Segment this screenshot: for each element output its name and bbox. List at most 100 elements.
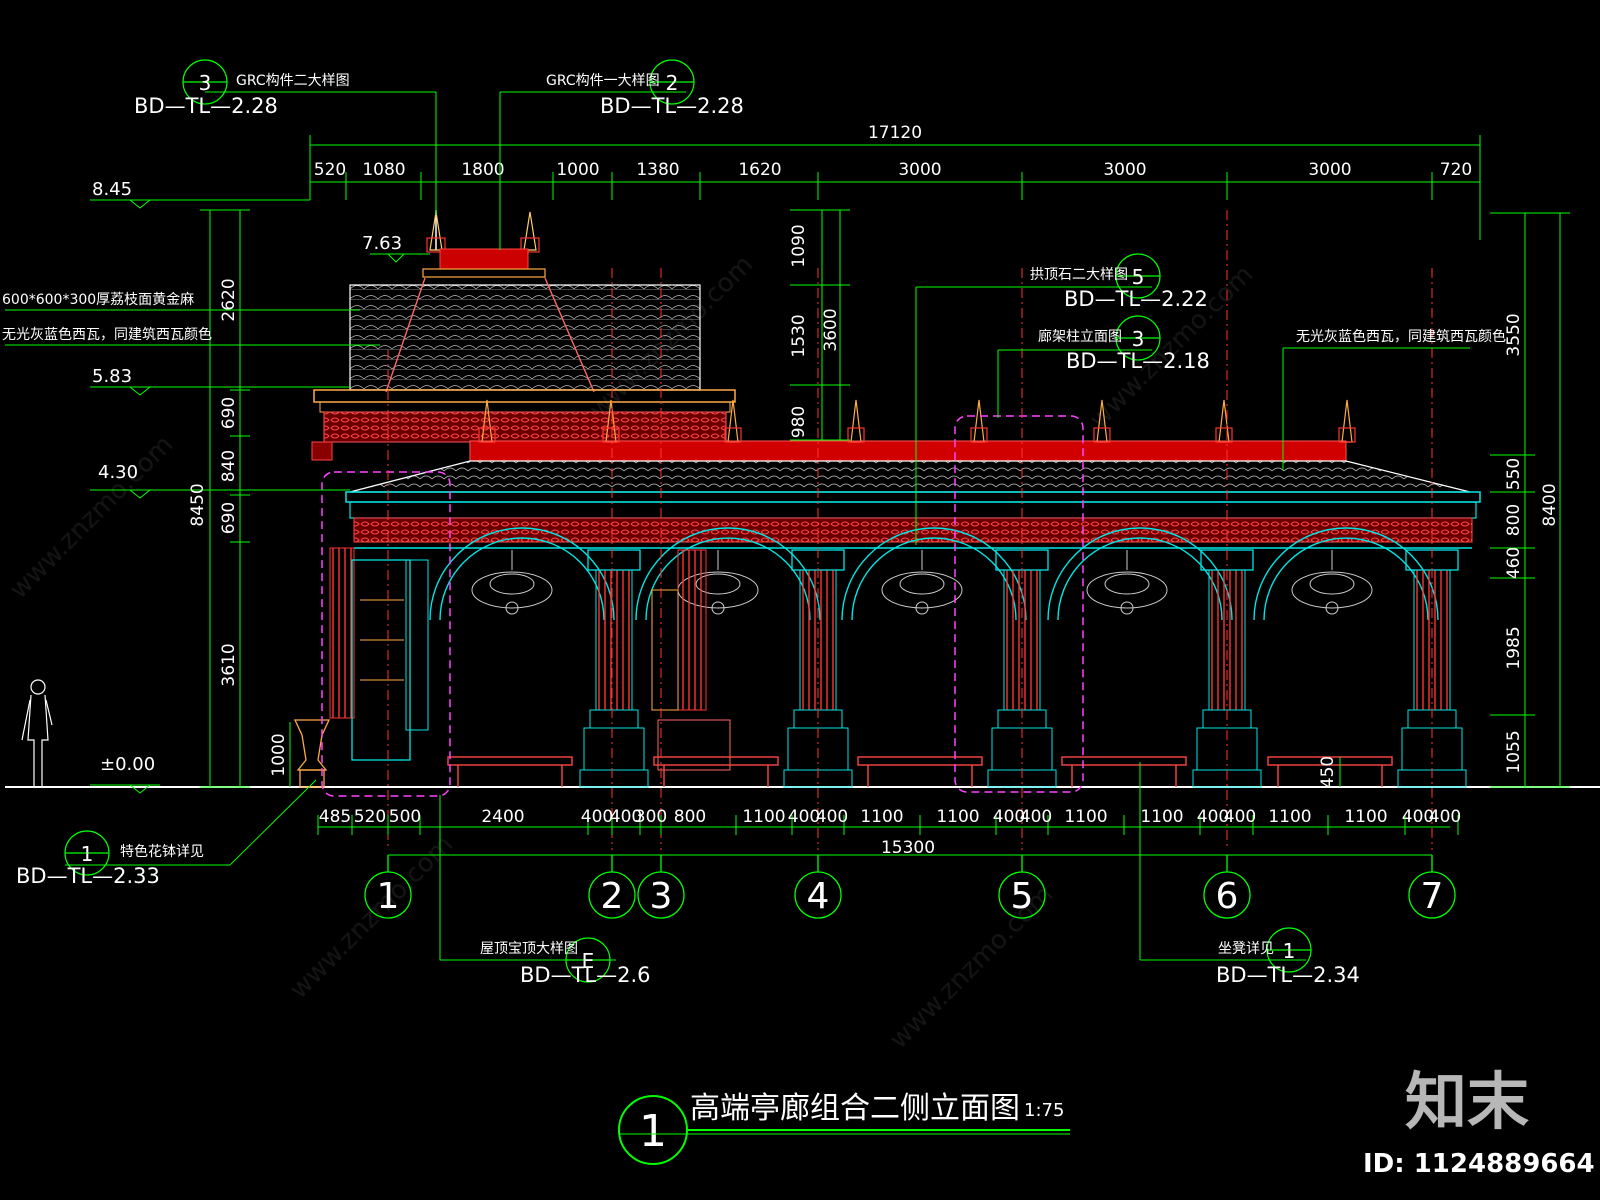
- dim-bottom-total: 15300: [881, 838, 935, 858]
- dim-bottom-seg: 1100: [936, 807, 979, 827]
- callout-5-num: 1: [81, 842, 94, 866]
- svg-text:www.znzmo.com: www.znzmo.com: [4, 430, 179, 605]
- callout-7-text: 坐凳详见: [1218, 941, 1274, 957]
- tower-crown-band: [439, 248, 529, 270]
- dim-bottom-seg: 1100: [742, 807, 785, 827]
- level-430: 4.30: [98, 462, 138, 483]
- main-cornice: [345, 491, 1481, 503]
- detail-boundary-column: [954, 415, 1084, 793]
- level-845: 8.45: [92, 179, 132, 200]
- dim-bottom-seg: 1100: [1064, 807, 1107, 827]
- brand-watermark: 知末 ID: 1124889664: [1363, 1065, 1595, 1179]
- dim-bottom-seg: 1100: [1268, 807, 1311, 827]
- level-763: 7.63: [362, 233, 402, 254]
- dim-bottom-seg: 1100: [860, 807, 903, 827]
- callout-4-text: 廊架柱立面图: [1038, 328, 1122, 345]
- callout-4-ref: BD—TL—2.18: [1066, 349, 1210, 373]
- dim-top-seg: 1800: [461, 160, 504, 180]
- tower-finial-right: [520, 211, 540, 253]
- dimension-text-right: 8400 3550 550 800 460 1985 1055 450: [1318, 313, 1560, 788]
- material-notes: 600*600*300厚荔枝面黄金麻 无光灰蓝色西瓦，同建筑西瓦颜色 无光灰蓝色…: [2, 291, 1506, 345]
- dim-bottom-seg: 400: [993, 807, 1025, 827]
- callout-3-ref: BD—TL—2.22: [1064, 287, 1208, 311]
- dim-bottom-seg: 400: [1429, 807, 1461, 827]
- planter-vase: [293, 719, 331, 788]
- dim-right-seg: 1985: [1504, 626, 1524, 669]
- pavilion-tower: [311, 210, 736, 461]
- dim-bottom-seg: 520: [354, 807, 386, 827]
- dim-right-seg: 550: [1504, 458, 1524, 490]
- drawing-title: 高端亭廊组合二侧立面图: [690, 1091, 1020, 1126]
- dim-bottom-seg: 400: [788, 807, 820, 827]
- callout-bubbles: [64, 59, 1312, 983]
- column-2: [579, 549, 649, 788]
- grid-bubble-labels: 1 2 3 4 5 6 7: [377, 876, 1444, 917]
- tower-column: [329, 547, 429, 761]
- dimension-text-left: 8450 2620 690 840 690 3610 1000: [188, 278, 289, 776]
- svg-text:www.znzmo.com: www.znzmo.com: [284, 830, 459, 1005]
- dimension-text-bottom: 15300 485 520 500 2400 400 400 300 800 1…: [319, 807, 1461, 858]
- dim-top-seg: 1380: [636, 160, 679, 180]
- dimension-text-top: 17120 520 1080 1800 1000 1380 1620 3000 …: [314, 123, 1472, 180]
- dimension-lines: [90, 135, 1570, 856]
- callout-2-text: GRC构件一大样图: [546, 73, 660, 89]
- callout-3-text: 拱顶石二大样图: [1030, 267, 1128, 283]
- callout-text: 3 GRC构件二大样图 BD—TL—2.28 2 GRC构件一大样图 BD—TL…: [16, 71, 1360, 987]
- dim-bottom-seg: 1100: [1344, 807, 1387, 827]
- callout-6-num: E: [582, 949, 595, 973]
- dim-bottom-seg: 400: [1224, 807, 1256, 827]
- dim-left-seg: 690: [219, 397, 239, 429]
- grid-bubbles: [364, 855, 1456, 919]
- callout-leaders: [5, 91, 1470, 961]
- callout-5-ref: BD—TL—2.33: [16, 864, 160, 888]
- level-583: 5.83: [92, 366, 132, 387]
- dim-top-total: 17120: [868, 123, 922, 143]
- title-number: 1: [639, 1106, 667, 1157]
- dim-middle-seg: 980: [789, 406, 809, 438]
- grid-label-3: 3: [650, 876, 673, 917]
- level-markers: [129, 199, 405, 794]
- benches: [447, 756, 1393, 787]
- tower-frieze: [323, 411, 727, 443]
- dim-left-seg: 2620: [219, 278, 239, 321]
- dim-right-seg: 1055: [1504, 730, 1524, 773]
- grid-label-7: 7: [1421, 876, 1444, 917]
- dim-middle-seg: 1090: [789, 224, 809, 267]
- grid-label-4: 4: [807, 876, 830, 917]
- callout-1-text: GRC构件二大样图: [236, 73, 350, 89]
- dim-right-seg: 800: [1504, 504, 1524, 536]
- roof-tiles: [349, 460, 1471, 493]
- note-stone: 600*600*300厚荔枝面黄金麻: [2, 291, 194, 308]
- ridge-finials: [478, 399, 1356, 443]
- callout-5-text: 特色花钵详见: [120, 843, 204, 860]
- dim-right-total: 8400: [1540, 483, 1560, 526]
- dim-right-seg: 3550: [1504, 313, 1524, 356]
- grid-label-5: 5: [1011, 876, 1034, 917]
- note-tile-right: 无光灰蓝色西瓦，同建筑西瓦颜色: [1296, 328, 1506, 345]
- tower-cornice: [313, 389, 736, 403]
- grid-label-6: 6: [1216, 876, 1239, 917]
- brand-logo: 知末: [1405, 1065, 1529, 1138]
- dim-top-seg: 3000: [1308, 160, 1351, 180]
- grid-label-1: 1: [377, 876, 400, 917]
- tower-finial-left: [426, 210, 446, 253]
- callout-7-ref: BD—TL—2.34: [1216, 963, 1360, 987]
- dim-bottom-seg: 800: [674, 807, 706, 827]
- dim-left-seg: 690: [219, 502, 239, 534]
- dim-top-seg: 1080: [362, 160, 405, 180]
- dim-bottom-seg: 400: [581, 807, 613, 827]
- columns: [329, 547, 1467, 788]
- resource-id: ID: 1124889664: [1363, 1149, 1595, 1179]
- note-tile-left: 无光灰蓝色西瓦，同建筑西瓦颜色: [2, 326, 212, 343]
- dim-top-seg: 720: [1440, 160, 1472, 180]
- svg-text:www.znzmo.com: www.znzmo.com: [1084, 260, 1259, 435]
- callout-1-num: 3: [199, 71, 212, 95]
- dim-bottom-seg: 500: [389, 807, 421, 827]
- drawing-scale: 1:75: [1024, 1100, 1064, 1121]
- callout-2-num: 2: [666, 71, 679, 95]
- dimension-text-middle: 3600 1090 1530 980: [789, 224, 841, 438]
- callout-7-num: 1: [1283, 939, 1296, 963]
- title-number-circle: [618, 1095, 688, 1165]
- dim-middle-total: 3600: [821, 308, 841, 351]
